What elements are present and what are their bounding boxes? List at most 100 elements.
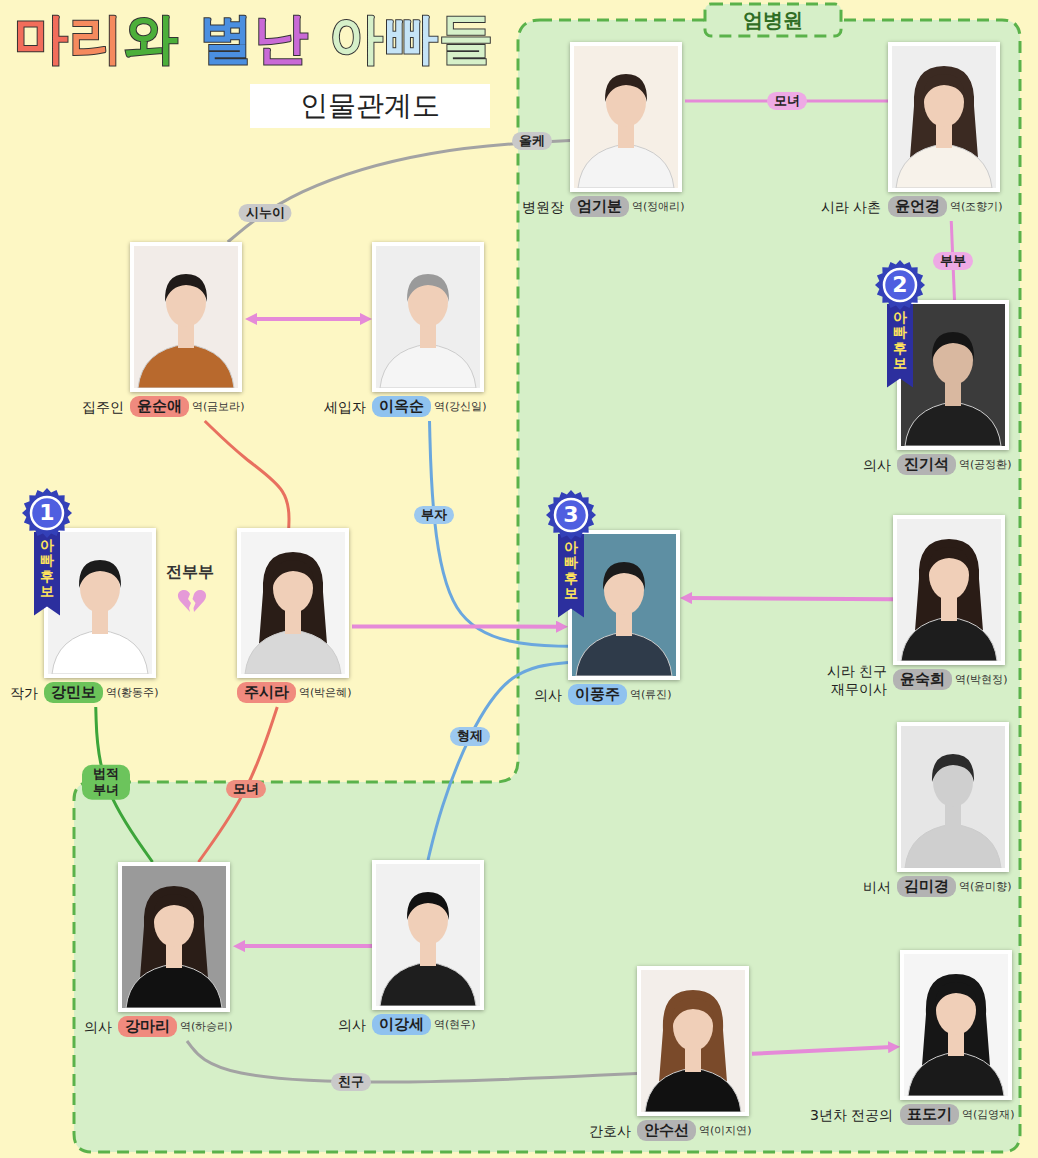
character-name: 엄기분 bbox=[570, 196, 629, 217]
photo-frame bbox=[118, 862, 230, 1012]
role-label-box: 의사 bbox=[84, 1019, 112, 1037]
photo-frame bbox=[568, 530, 680, 680]
candidate-number: 1 bbox=[22, 488, 72, 538]
shoulders bbox=[905, 402, 1001, 446]
role-label-box: 의사 bbox=[863, 457, 891, 475]
character-card: 비서김미경역(윤미향) bbox=[897, 722, 1012, 901]
character-name: 안수선 bbox=[637, 1120, 696, 1141]
title-letter bbox=[309, 7, 329, 70]
name-row: 이옥순역(강신일) bbox=[372, 396, 487, 419]
hair-top bbox=[932, 754, 974, 782]
actor-name: 역(강신일) bbox=[434, 399, 487, 414]
candidate-ribbon: 아빠후보 bbox=[887, 304, 913, 388]
relation-label: 부자 bbox=[414, 506, 454, 524]
role-label: 의사 bbox=[84, 1019, 112, 1037]
character-name: 강민보 bbox=[44, 682, 103, 703]
relation-label: 모녀 bbox=[767, 92, 807, 110]
photo-frame bbox=[44, 528, 156, 678]
name-row: 진기석역(공정환) bbox=[897, 454, 1012, 477]
portrait-photo bbox=[641, 970, 745, 1112]
photo-background bbox=[134, 246, 238, 388]
role-label-box: 집주인 bbox=[82, 399, 124, 417]
portrait-photo bbox=[122, 866, 226, 1008]
character-card: 병원장엄기분역(정애리) bbox=[570, 42, 685, 221]
character-name: 김미경 bbox=[897, 876, 956, 897]
region-tab bbox=[705, 4, 841, 36]
photo-frame bbox=[900, 950, 1012, 1100]
character-card: 시라 친구 재무이사윤숙희역(박현정) bbox=[893, 515, 1008, 694]
photo-frame bbox=[888, 42, 1000, 192]
photo-frame bbox=[372, 860, 484, 1010]
shoulders bbox=[576, 632, 672, 676]
photo-background bbox=[901, 726, 1005, 868]
name-row: 이강세역(현우) bbox=[372, 1014, 476, 1037]
photo-background bbox=[574, 46, 678, 188]
hair-top bbox=[165, 274, 207, 302]
hair-top bbox=[672, 998, 714, 1026]
name-row: 윤숙희역(박현정) bbox=[893, 669, 1008, 692]
role-label: 작가 bbox=[10, 685, 38, 703]
role-label: 시라 사촌 bbox=[821, 199, 881, 217]
character-name: 이강세 bbox=[372, 1014, 431, 1035]
character-card: 집주인윤순애역(금보라) bbox=[130, 242, 245, 421]
portrait-photo bbox=[892, 46, 996, 188]
portrait-photo bbox=[134, 246, 238, 388]
role-label: 의사 bbox=[338, 1017, 366, 1035]
candidate-ribbon-text: 아빠후보 bbox=[564, 540, 578, 602]
role-label: 시라 친구 재무이사 bbox=[825, 663, 887, 698]
portrait-photo bbox=[904, 954, 1008, 1096]
character-card: 아빠후보2의사진기석역(공정환) bbox=[897, 300, 1012, 479]
relation-label: 법적 부녀 bbox=[82, 765, 130, 800]
region-shape bbox=[74, 20, 1020, 1152]
candidate-ribbon-text: 아빠후보 bbox=[893, 310, 907, 372]
character-card: 시라 사촌윤언경역(조향기) bbox=[888, 42, 1003, 221]
candidate-ribbon: 아빠후보 bbox=[34, 532, 60, 616]
actor-name: 역(김영재) bbox=[962, 1107, 1015, 1122]
relation-label: 모녀 bbox=[226, 779, 266, 797]
actor-name: 역(공정환) bbox=[959, 457, 1012, 472]
photo-background bbox=[572, 534, 676, 676]
portrait-photo bbox=[897, 519, 1001, 661]
role-label: 3년차 전공의 bbox=[810, 1107, 893, 1125]
actor-name: 역(이지연) bbox=[699, 1123, 752, 1138]
hair-top bbox=[605, 74, 647, 102]
role-label-box: 세입자 bbox=[324, 399, 366, 417]
role-label-box: 작가 bbox=[10, 685, 38, 703]
photo-background bbox=[904, 954, 1008, 1096]
portrait-photo bbox=[572, 534, 676, 676]
photo-frame bbox=[897, 722, 1009, 872]
rosette-star bbox=[875, 260, 925, 310]
hair-top bbox=[272, 560, 314, 588]
photo-background bbox=[892, 46, 996, 188]
hair-top bbox=[932, 332, 974, 360]
role-label-box: 비서 bbox=[863, 879, 891, 897]
role-label-box: 시라 친구 재무이사 bbox=[825, 663, 887, 698]
character-name: 표도기 bbox=[900, 1104, 959, 1125]
portrait-photo bbox=[574, 46, 678, 188]
photo-frame bbox=[570, 42, 682, 192]
relation-label: 형제 bbox=[450, 727, 490, 745]
character-name: 이옥순 bbox=[372, 396, 431, 417]
role-label: 병원장 bbox=[522, 199, 564, 217]
name-row: 강마리역(하승리) bbox=[118, 1016, 233, 1039]
subtitle-text: 인물관계도 bbox=[300, 89, 440, 122]
role-label-box: 시라 사촌 bbox=[821, 199, 881, 217]
relation-line bbox=[253, 317, 364, 321]
shoulders bbox=[52, 630, 148, 674]
photo-frame bbox=[897, 300, 1009, 450]
actor-name: 역(현우) bbox=[434, 1017, 476, 1032]
region-label: 엄병원 bbox=[705, 4, 841, 36]
relation-label: 친구 bbox=[331, 1073, 371, 1091]
hair-top bbox=[603, 562, 645, 590]
title-letter: 와 bbox=[124, 7, 179, 70]
photo-background bbox=[376, 864, 480, 1006]
candidate-badge: 아빠후보1 bbox=[22, 488, 72, 538]
photo-background bbox=[122, 866, 226, 1008]
title-letter: 빠 bbox=[384, 7, 439, 70]
note-label: 올케 bbox=[512, 132, 552, 150]
role-label: 의사 bbox=[863, 457, 891, 475]
name-row: 엄기분역(정애리) bbox=[570, 196, 685, 219]
title-letter: 리 bbox=[69, 7, 124, 70]
title-letter: 별 bbox=[199, 7, 254, 70]
role-label: 비서 bbox=[863, 879, 891, 897]
